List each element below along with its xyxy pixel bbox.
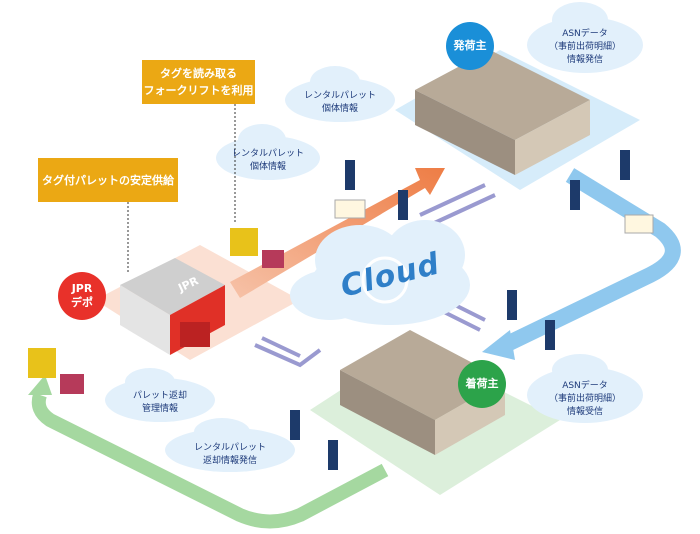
cloud-text: 情報発信 [566, 55, 603, 65]
shipment-arrow [501, 168, 681, 353]
cloud-bubble [285, 66, 395, 122]
asn-send-cloud: ASNデータ （事前出荷明細） 情報発信 [530, 28, 640, 67]
forklift-text-1: タグを読み取る [160, 67, 237, 80]
cloud-text: レンタルパレット [193, 443, 266, 453]
shipper-badge: 発荷主 [446, 22, 494, 70]
cloud-bubble [165, 418, 295, 472]
sync-arrows [254, 183, 496, 368]
rental-info-cloud-a: レンタルパレット個体情報 [285, 90, 395, 116]
return-mgmt-cloud: パレット返却管理情報 [105, 390, 215, 416]
forklift-label: タグを読み取る フォークリフトを利用 [142, 60, 255, 104]
cloud-bubble [527, 2, 643, 73]
shipper-warehouse [415, 50, 590, 175]
return-send-cloud: レンタルパレット返却情報発信 [175, 442, 285, 468]
asn-recv-cloud: ASNデータ （事前出荷明細） 情報受信 [530, 380, 640, 419]
return-arrow [31, 392, 389, 529]
forklift-icon [230, 228, 284, 268]
rfid-gate-icons [290, 150, 630, 470]
cloud-text: パレット返却 [132, 391, 187, 401]
rental-info-cloud-b: レンタルパレット個体情報 [213, 148, 323, 174]
cloud-text: ASNデータ [562, 381, 608, 391]
jpr-depot-building [120, 258, 225, 355]
depot-text-2: デポ [71, 296, 93, 309]
cloud-text: ASNデータ [562, 29, 608, 39]
cloud-bubble [216, 124, 320, 180]
cloud-text: 管理情報 [141, 404, 178, 414]
receiver-text: 着荷主 [465, 377, 499, 390]
cloud-text: 個体情報 [321, 104, 358, 114]
forklift-icon [28, 348, 84, 394]
cloud-text: 返却情報発信 [202, 456, 257, 466]
cloud-text: レンタルパレット [231, 149, 304, 159]
cloud-shape [290, 220, 470, 325]
cloud-text: （事前出荷明細） [548, 394, 621, 404]
truck-icon [624, 214, 654, 234]
cloud-text: 情報受信 [566, 407, 603, 417]
depot-text-1: JPR [71, 282, 93, 295]
cloud-bubble [105, 368, 215, 422]
stable-supply-text: タグ付パレットの安定供給 [42, 173, 174, 187]
cloud-text: 個体情報 [249, 162, 286, 172]
cloud-bubble [527, 354, 643, 423]
cloud-text: レンタルパレット [303, 91, 376, 101]
receiver-badge: 着荷主 [458, 360, 506, 408]
stable-supply-label: タグ付パレットの安定供給 [38, 158, 178, 202]
truck-icon [334, 199, 366, 219]
forklift-text-2: フォークリフトを利用 [143, 84, 254, 97]
cloud-text: （事前出荷明細） [548, 42, 621, 52]
globe-icon [361, 256, 409, 304]
shipper-text: 発荷主 [453, 39, 487, 52]
